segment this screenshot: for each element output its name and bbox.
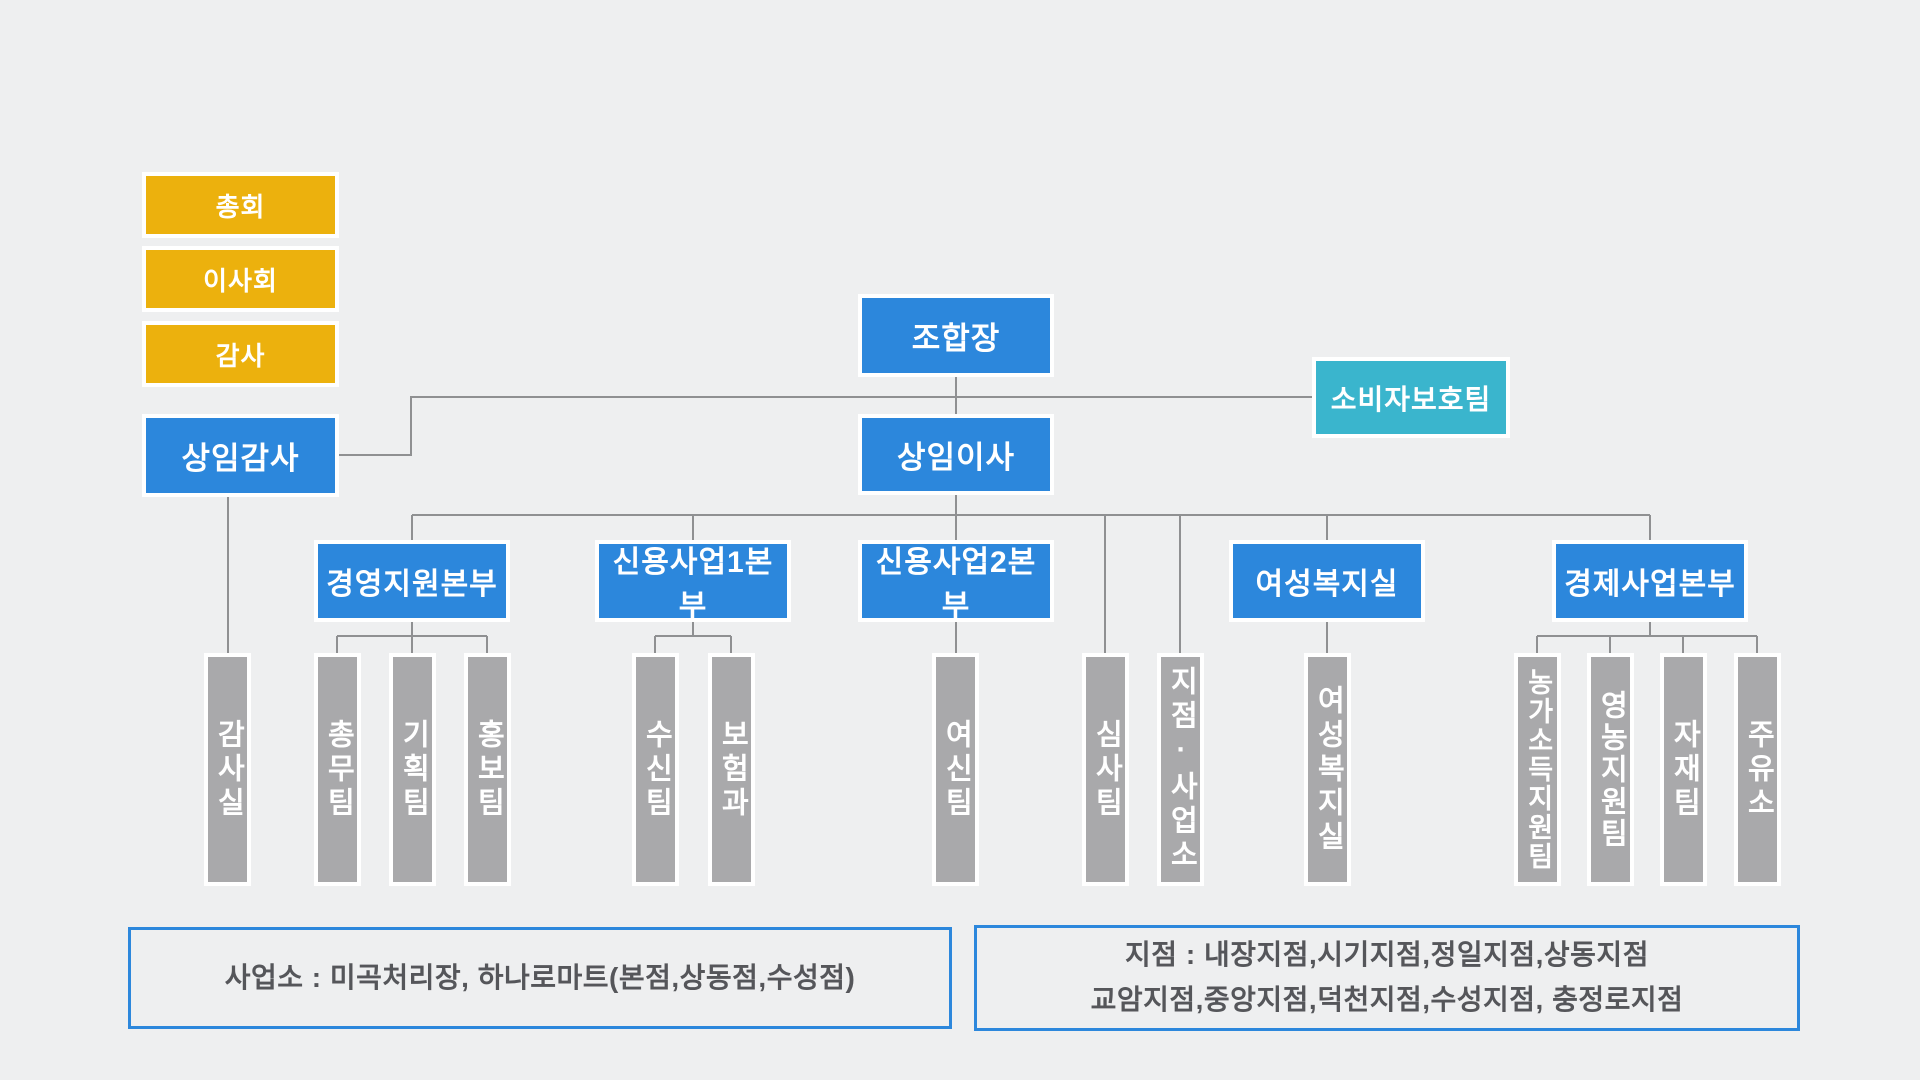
node-auditor: 감사 bbox=[142, 321, 339, 387]
team-screening: 심사팀 bbox=[1082, 653, 1129, 886]
team-label: 농가소득지원팀 bbox=[1523, 668, 1554, 871]
node-chairman: 조합장 bbox=[858, 294, 1054, 377]
team-label: 총무팀 bbox=[322, 718, 355, 821]
node-womens-welfare-office: 여성복지실 bbox=[1229, 540, 1425, 622]
note-branches-line2: 교암지점,중앙지점,덕천지점,수성지점, 충정로지점 bbox=[1090, 984, 1684, 1015]
team-label: 영농지원팀 bbox=[1595, 689, 1628, 850]
node-credit-business-hq2: 신용사업2본부 bbox=[858, 540, 1054, 623]
node-board-of-directors: 이사회 bbox=[142, 246, 339, 312]
team-public-relations: 홍보팀 bbox=[464, 653, 511, 886]
team-womens-welfare: 여성복지실 bbox=[1304, 653, 1351, 886]
node-standing-director: 상임이사 bbox=[858, 414, 1054, 495]
team-gas-station: 주유소 bbox=[1734, 653, 1781, 886]
team-label: 홍보팀 bbox=[472, 718, 505, 821]
team-planning: 기획팀 bbox=[389, 653, 436, 886]
team-farming-support: 영농지원팀 bbox=[1587, 653, 1634, 886]
team-branches-offices: 지점·사업소 bbox=[1157, 653, 1204, 886]
team-label: 주유소 bbox=[1742, 718, 1775, 821]
note-branches-line1: 지점 : 내장지점,시기지점,정일지점,상동지점 bbox=[1125, 939, 1649, 971]
team-label: 기획팀 bbox=[397, 718, 430, 821]
team-materials: 자재팀 bbox=[1660, 653, 1707, 886]
note-business-offices-text: 사업소 : 미곡처리장, 하나로마트(본점,상동점,수성점) bbox=[224, 961, 856, 993]
team-label: 수신팀 bbox=[640, 718, 673, 821]
team-label: 보험과 bbox=[716, 718, 749, 821]
team-label: 자재팀 bbox=[1668, 718, 1701, 821]
node-standing-auditor: 상임감사 bbox=[142, 414, 339, 497]
team-label: 감사실 bbox=[212, 718, 245, 821]
team-general-affairs: 총무팀 bbox=[314, 653, 361, 886]
team-deposit: 수신팀 bbox=[632, 653, 679, 886]
note-branches: 지점 : 내장지점,시기지점,정일지점,상동지점 교암지점,중앙지점,덕천지점,… bbox=[974, 925, 1800, 1031]
team-label: 지점·사업소 bbox=[1165, 666, 1198, 873]
team-loan: 여신팀 bbox=[932, 653, 979, 886]
team-label: 여성복지실 bbox=[1312, 684, 1345, 855]
node-consumer-protection-team: 소비자보호팀 bbox=[1312, 357, 1510, 438]
node-economic-business-hq: 경제사업본부 bbox=[1552, 540, 1748, 622]
team-label: 심사팀 bbox=[1090, 718, 1123, 821]
note-business-offices: 사업소 : 미곡처리장, 하나로마트(본점,상동점,수성점) bbox=[128, 927, 952, 1029]
node-credit-business-hq1: 신용사업1본부 bbox=[595, 540, 791, 623]
team-farm-income-support: 농가소득지원팀 bbox=[1514, 653, 1561, 886]
team-label: 여신팀 bbox=[940, 718, 973, 821]
node-general-assembly: 총회 bbox=[142, 172, 339, 238]
team-audit-office: 감사실 bbox=[204, 653, 251, 886]
team-insurance: 보험과 bbox=[708, 653, 755, 886]
node-management-support-hq: 경영지원본부 bbox=[314, 540, 510, 622]
